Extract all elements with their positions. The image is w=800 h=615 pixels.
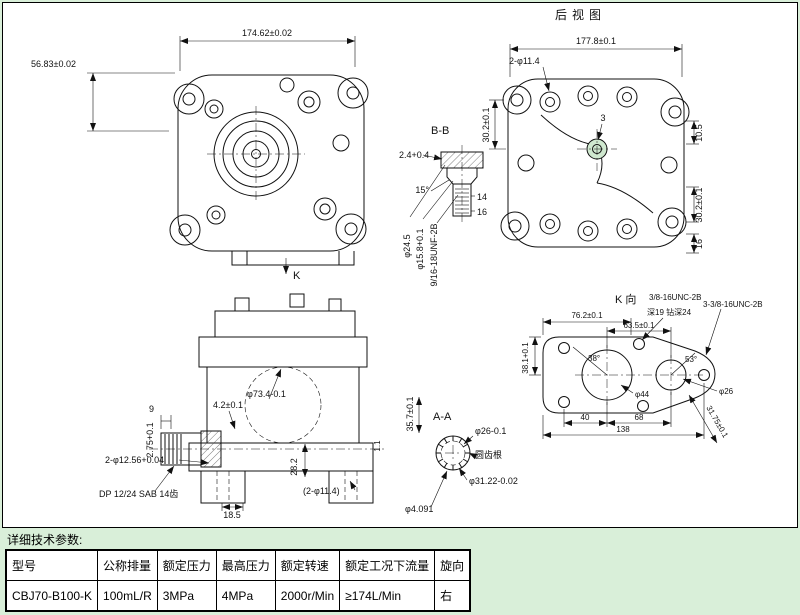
k-dim-40: 40	[581, 413, 590, 422]
bb-dim-14: 14	[477, 192, 487, 202]
param-header-rotation: 旋向	[434, 549, 471, 581]
param-header-model: 型号	[5, 549, 99, 581]
rear-view-title: 后视图	[555, 7, 606, 22]
rear-balloon-3: 3	[600, 113, 605, 123]
k-dim-762: 76.2±0.1	[571, 311, 603, 320]
front-dim-height: 56.83±0.02	[31, 59, 76, 69]
params-value-row: CBJ70-B100-K 100mL/R 3MPa 4MPa 2000r/Min…	[5, 580, 471, 612]
section-aa: A-A φ26-0.1 圆齿根 φ31.22-0.02	[405, 411, 518, 514]
rear-view-centerlines	[577, 129, 617, 171]
engineering-drawing: 174.62±0.02 56.83±0.02 K 后视图	[31, 7, 763, 520]
params-table: 型号 公称排量 额定压力 最高压力 额定转速 额定工况下流量 旋向 CBJ70-…	[5, 549, 472, 612]
aa-dim-d3122: φ31.22-0.02	[469, 476, 518, 486]
rear-dim-holes: 2-φ11.4	[509, 56, 540, 66]
rear-dim-width: 177.8±0.1	[576, 36, 616, 46]
rear-dim-right-top: 10.5	[694, 124, 704, 142]
front-view-outline	[169, 74, 369, 266]
section-bb-title: B-B	[431, 125, 449, 137]
param-header-rated-flow: 额定工况下流量	[339, 549, 436, 581]
rear-dim-right-bottom: 16	[694, 239, 704, 249]
view-k-dimension-lines	[529, 308, 722, 444]
bb-thread: 9/16-18UNF-2B	[429, 223, 439, 286]
k-dim-d26: φ26	[719, 387, 734, 396]
aa-dim-d4091: φ4.091	[405, 504, 433, 514]
side-dim-holes2: 2-φ12.56+0.04	[105, 455, 164, 465]
k-dim-635: 63.5±0.1	[623, 321, 655, 330]
k-thread1-note: 深19 钻深24	[647, 307, 692, 317]
param-value-rated-flow: ≥174L/Min	[339, 580, 436, 612]
view-k: K 向 3/8-16UNC-2B 深19 钻深24 3-3/8-16UNC-2B	[521, 292, 763, 444]
side-dim-185: 18.5	[223, 510, 241, 520]
side-dim-42: 4.2±0.1	[213, 400, 243, 410]
rear-view: 后视图	[481, 7, 704, 254]
param-header-max-pressure: 最高压力	[215, 549, 276, 581]
bb-dim-depth: 2.4+0.4	[399, 150, 429, 160]
rear-view-dimension-lines	[489, 44, 699, 254]
param-header-displacement: 公称排量	[97, 549, 158, 581]
side-dim-282: 28.2	[289, 458, 299, 476]
rear-dim-left: 30.2±0.1	[481, 108, 491, 143]
side-dim-holes114: (2-φ11.4)	[303, 486, 340, 496]
section-aa-shaft	[435, 435, 471, 471]
k-dim-381: 38.1+0.1	[521, 342, 530, 374]
section-aa-title: A-A	[433, 411, 452, 423]
side-view-dimension-lines	[154, 368, 422, 511]
bb-dim-d2: φ15.8+0.1	[415, 228, 425, 269]
rear-dim-right-mid: 30.2±0.1	[694, 188, 704, 223]
param-value-max-pressure: 4MPa	[215, 580, 276, 612]
k-thread2: 3-3/8-16UNC-2B	[703, 300, 763, 309]
front-dim-width: 174.62±0.02	[242, 28, 292, 38]
side-dim-11: 1.1	[373, 440, 382, 452]
side-view-outline	[160, 293, 374, 504]
params-header-row: 型号 公称排量 额定压力 最高压力 额定转速 额定工况下流量 旋向	[5, 549, 471, 581]
bb-dim-d1: φ24.5	[402, 234, 412, 257]
k-dim-3175: 31.75±0.1	[704, 404, 730, 440]
aa-dim-d26: φ26-0.1	[475, 426, 506, 436]
view-k-title: K 向	[615, 292, 636, 306]
k-thread1: 3/8-16UNC-2B	[649, 293, 701, 302]
side-spline-spec: DP 12/24 SAB 14齿	[99, 489, 178, 499]
param-value-displacement: 100mL/R	[97, 580, 158, 612]
side-dim-d734: φ73.4-0.1	[247, 389, 286, 399]
param-header-rated-pressure: 额定压力	[156, 549, 217, 581]
front-view-dimension-lines	[87, 36, 356, 274]
k-dim-138: 138	[616, 425, 630, 434]
k-angle-53: 53°	[685, 355, 697, 364]
bb-dim-16: 16	[477, 207, 487, 217]
drawing-paper: 174.62±0.02 56.83±0.02 K 后视图	[2, 2, 798, 528]
k-dim-68: 68	[635, 413, 644, 422]
front-view: 174.62±0.02 56.83±0.02 K	[31, 28, 369, 282]
front-k-direction-label: K	[293, 270, 301, 282]
bb-dim-angle: 15°	[415, 185, 429, 195]
side-dim-9: 9	[149, 404, 154, 414]
param-header-rated-speed: 额定转速	[274, 549, 341, 581]
section-aa-leaders	[430, 435, 478, 508]
side-view: 9 2.75+0.1 4.2±0.1 φ73.4-0.1 2-φ12.56+0.…	[99, 293, 422, 520]
rear-view-outline	[500, 78, 690, 248]
front-view-centerlines	[207, 106, 305, 203]
k-dim-d44: φ44	[635, 390, 650, 399]
section-bb: B-B 2.4+0.4 15° 14 16 φ24.5 φ1	[399, 125, 487, 287]
param-value-rated-speed: 2000r/Min	[274, 580, 341, 612]
side-dim-357: 35.7±0.1	[405, 397, 415, 432]
param-value-model: CBJ70-B100-K	[5, 580, 99, 612]
params-caption: 详细技术参数:	[7, 533, 83, 547]
param-value-rated-pressure: 3MPa	[156, 580, 217, 612]
view-k-outline	[542, 336, 716, 414]
section-bb-dimension-lines	[409, 154, 475, 224]
side-dim-275: 2.75+0.1	[145, 422, 155, 457]
aa-root-note: 圆齿根	[475, 449, 502, 460]
k-angle-38: 38°	[588, 354, 600, 363]
param-value-rotation: 右	[434, 580, 471, 612]
